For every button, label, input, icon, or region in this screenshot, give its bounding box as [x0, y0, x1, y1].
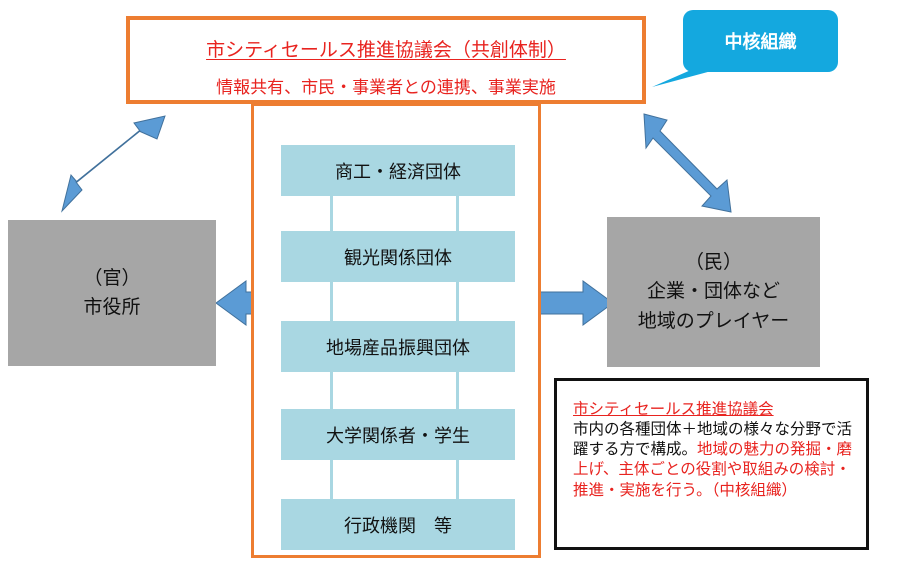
city-hall-label: 市役所 — [83, 296, 141, 318]
org-label: 地場産品振興団体 — [326, 337, 470, 359]
note-body-red: 地域の魅力の発掘・磨上げ、主体ごとの役割や取組みの検討・推進・実施を行う。（中核… — [573, 440, 853, 499]
city-hall-box: （官） 市役所 — [8, 220, 216, 366]
council-header-box: 市シティセールス推進協議会（共創体制） 情報共有、市民・事業者との連携、事業実施 — [126, 16, 646, 104]
private-sector-category: （民） — [684, 250, 742, 273]
city-hall-category: （官） — [83, 266, 141, 289]
core-organization-tag: 中核組織 — [683, 10, 838, 72]
tag-label: 中核組織 — [724, 32, 797, 53]
arrow-top-right — [643, 113, 732, 213]
note-heading: 市シティセールス推進協議会 — [573, 400, 774, 418]
org-box-university: 大学関係者・学生 — [281, 409, 515, 460]
private-sector-box: （民） 企業・団体など 地域のプレイヤー — [607, 217, 820, 367]
org-box-tourism: 観光関係団体 — [281, 231, 515, 282]
org-label: 行政機関 等 — [344, 515, 452, 537]
private-sector-label: 企業・団体など — [646, 280, 780, 303]
org-label: 観光関係団体 — [344, 247, 452, 269]
org-box-local-products: 地場産品振興団体 — [281, 321, 515, 372]
note-body-black: 市内の各種団体＋地域の様々な分野で活躍する方で構成。 — [573, 420, 853, 459]
org-label: 大学関係者・学生 — [326, 425, 470, 447]
org-box-commerce: 商工・経済団体 — [281, 145, 515, 196]
org-label: 商工・経済団体 — [335, 161, 461, 183]
arrow-top-left — [61, 115, 166, 213]
council-title: 市シティセールス推進協議会（共創体制） — [206, 39, 566, 61]
private-sector-players: 地域のプレイヤー — [637, 309, 790, 332]
org-box-government: 行政機関 等 — [281, 499, 515, 550]
council-subtitle: 情報共有、市民・事業者との連携、事業実施 — [216, 78, 556, 98]
council-description-note: 市シティセールス推進協議会 市内の各種団体＋地域の様々な分野で活躍する方で構成。… — [554, 378, 869, 550]
